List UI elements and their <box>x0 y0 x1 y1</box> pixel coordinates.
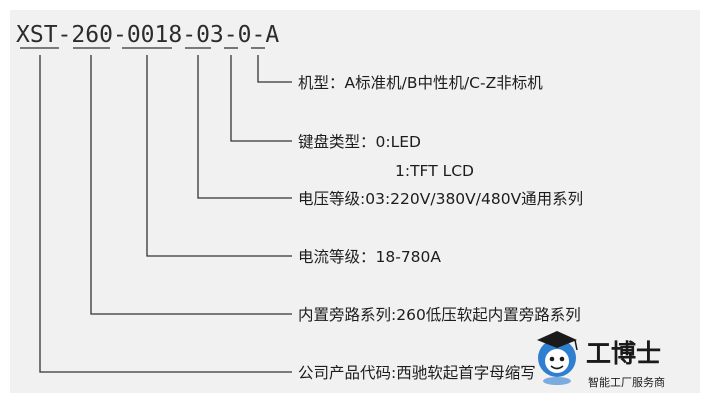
code-separator: - <box>113 22 127 48</box>
label-bypass-series: 内置旁路系列:260低压软起内置旁路系列 <box>298 306 581 324</box>
watermark-title: 工博士 <box>586 339 661 368</box>
label-company-code: 公司产品代码:西驰软起首字母缩写 <box>298 364 536 382</box>
connector-keyboard <box>230 55 292 142</box>
connector-voltage <box>197 55 292 199</box>
code-separator: - <box>182 22 196 48</box>
code-segment-keyboard: 0 <box>238 22 252 48</box>
label-keyboard-type-alt: 1:TFT LCD <box>395 162 474 180</box>
code-segment-voltage: 03 <box>196 22 224 48</box>
code-separator: - <box>251 22 265 48</box>
code-segment-current: 0018 <box>127 22 182 48</box>
mascot-icon <box>537 331 578 385</box>
label-model-type: 机型：A标准机/B中性机/C-Z非标机 <box>298 74 543 92</box>
code-segment-series: 260 <box>71 22 113 48</box>
connector-series <box>90 55 292 315</box>
diagram-background <box>10 10 700 393</box>
code-separator: - <box>224 22 238 48</box>
label-voltage-class: 电压等级:03:220V/380V/480V通用系列 <box>298 190 583 208</box>
connector-current <box>146 55 292 257</box>
code-separator: - <box>58 22 72 48</box>
connector-company <box>39 55 292 373</box>
watermark-logo: 工博士 智能工厂服务商 <box>537 331 665 389</box>
code-segment-xst: XST <box>16 22 58 48</box>
watermark-subtitle: 智能工厂服务商 <box>588 375 665 389</box>
label-current-class: 电流等级：18-780A <box>298 248 441 266</box>
label-keyboard-type: 键盘类型：0:LED <box>298 132 421 151</box>
model-code: XST-260-0018-03-0-A <box>16 22 279 48</box>
code-segment-model: A <box>265 22 279 48</box>
connector-model <box>257 55 292 83</box>
